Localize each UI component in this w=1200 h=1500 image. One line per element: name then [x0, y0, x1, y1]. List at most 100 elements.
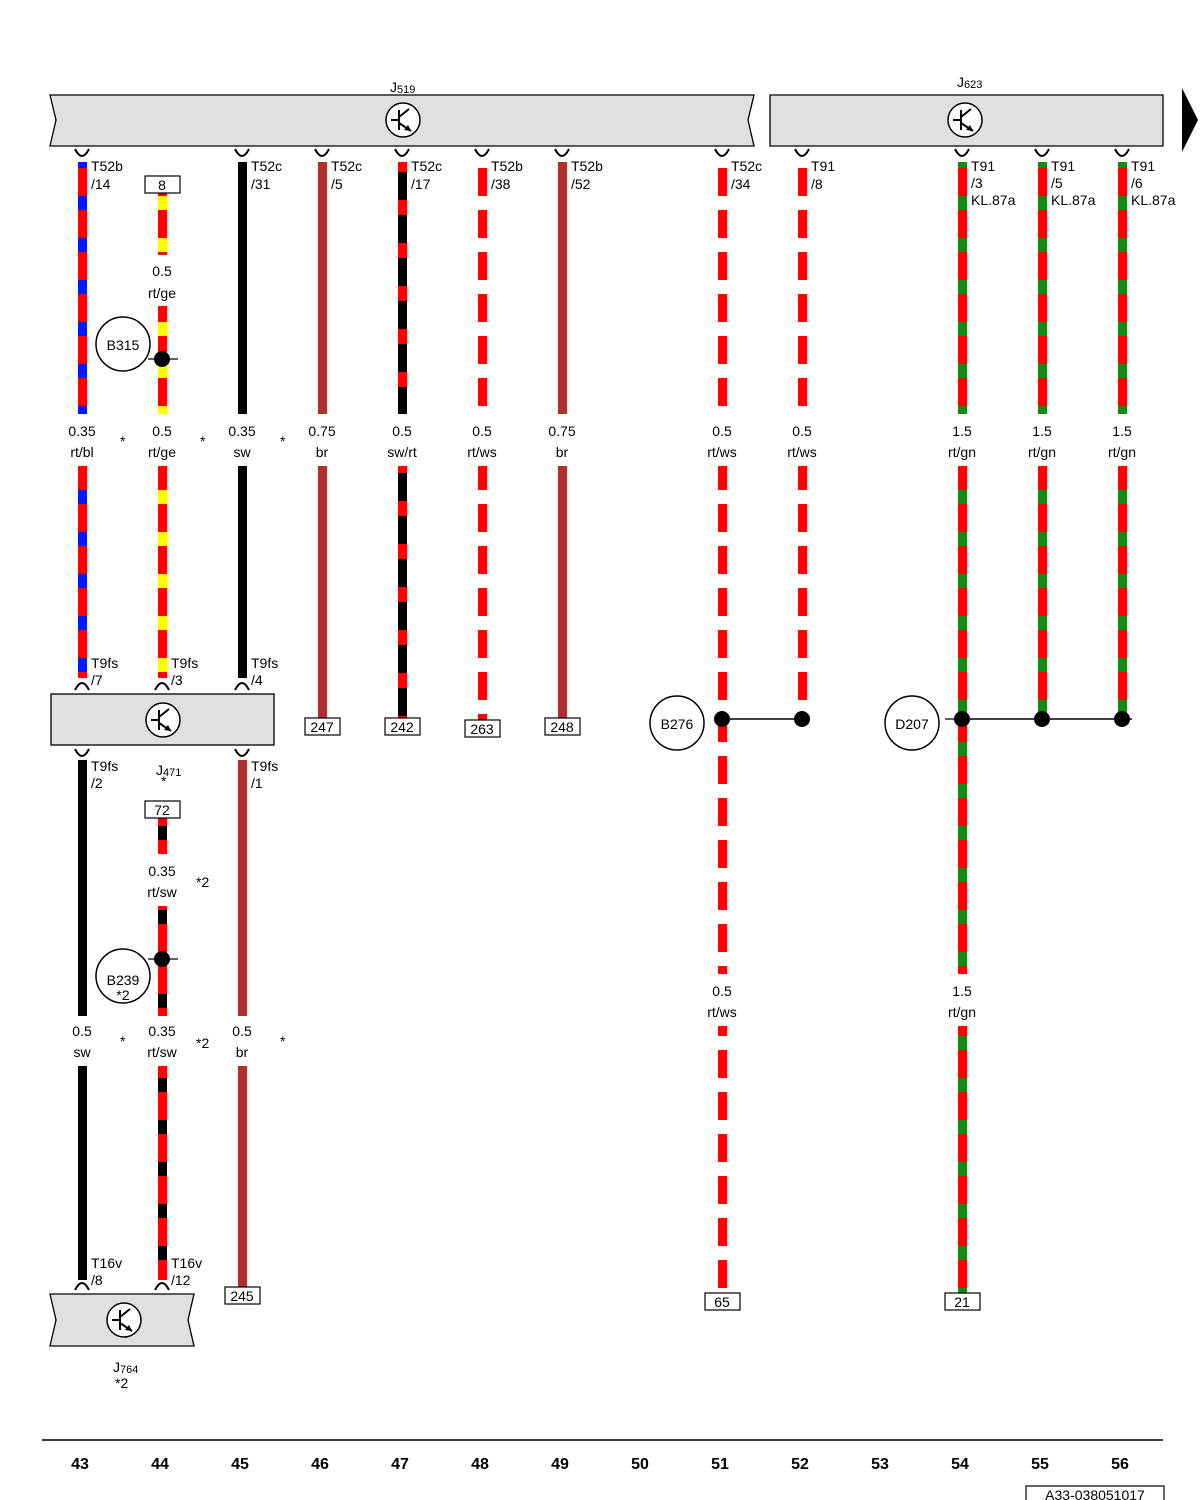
ref-box	[224, 1286, 261, 1305]
ref-box	[144, 800, 181, 819]
column-number: 55	[1031, 1456, 1049, 1473]
transistor-icon	[947, 102, 983, 138]
wire-46-upper	[318, 162, 327, 414]
column-number: 46	[311, 1456, 329, 1473]
wire-54-lower	[958, 1026, 967, 1294]
ref-box-label: 247	[310, 719, 334, 735]
wire-47-lower	[398, 466, 407, 718]
column-number: 56	[1111, 1456, 1129, 1473]
module-label-J764: J764	[113, 1359, 138, 1376]
junction-dot	[794, 711, 810, 727]
column-number: 48	[471, 1456, 489, 1473]
wire-55-upper	[1038, 162, 1047, 414]
footnote-mark: *	[280, 1033, 286, 1049]
ref-box	[144, 175, 181, 194]
wire-47-upper	[398, 162, 407, 414]
ref-box	[464, 719, 501, 738]
column-number: 51	[711, 1456, 729, 1473]
footnote-mark: *2	[196, 1035, 209, 1051]
module-label-J471-note: *	[161, 773, 167, 789]
pin-connectors	[74, 148, 1130, 1291]
wire-43-mid	[78, 466, 87, 678]
ref-box	[544, 717, 581, 736]
ref-box	[944, 1292, 981, 1311]
connection-label-D207: D207	[895, 716, 929, 732]
wire-44-low3	[158, 1066, 167, 1280]
connection-label-B239: B239	[107, 972, 140, 988]
continuation-arrow-icon	[1182, 88, 1198, 152]
reference-boxes[interactable]: 8 247 242 263 248 72 245 65 21	[144, 175, 981, 1311]
doc-id: A33-038051017	[1045, 1487, 1145, 1500]
column-number: 45	[231, 1456, 249, 1473]
pin-label: T52c/31	[251, 158, 282, 192]
wire-45-mid	[238, 466, 247, 678]
pin-label: T16v/8	[91, 1255, 122, 1288]
column-number: 49	[551, 1456, 569, 1473]
column-number: 52	[791, 1456, 809, 1473]
connection-label-B276: B276	[661, 716, 694, 732]
wire-44-mid	[158, 466, 167, 678]
wire-43-upper	[78, 162, 87, 414]
wire-43-lower	[78, 760, 87, 1016]
connection-circle-B239[interactable]	[95, 948, 151, 1004]
module-label-J764-note: *2	[115, 1375, 128, 1391]
connection-label-B239-note: *2	[116, 987, 129, 1003]
ref-box	[704, 1292, 741, 1311]
transistor-icon	[106, 1302, 142, 1338]
pin-label: T52c/5	[331, 158, 362, 192]
column-numbers: 43 44 45 46 47 48 49 50 51 52 53 54 55 5…	[71, 1456, 1129, 1473]
junction-dot	[154, 351, 170, 367]
connection-circle-B315[interactable]	[95, 316, 151, 372]
pin-label: T52c/17	[411, 158, 442, 192]
column-number: 47	[391, 1456, 409, 1473]
wire-48-upper	[478, 162, 487, 414]
transistor-icon	[145, 702, 181, 738]
pin-label: T52b/38	[491, 158, 523, 192]
junction-dot	[1114, 711, 1130, 727]
wire-56-lower	[1118, 466, 1127, 720]
transistor-icon	[385, 102, 421, 138]
wire-43-bottom	[78, 1066, 87, 1280]
ref-box-label: 248	[550, 719, 574, 735]
wire-55-lower	[1038, 466, 1047, 720]
pin-labels: T52b/14 T52c/31 T52c/5 T52c/17 T52b/38 T…	[91, 158, 1176, 1288]
ref-box-label: 242	[390, 719, 414, 735]
pin-label: T9fs/2	[91, 758, 118, 791]
junction-dot	[954, 711, 970, 727]
connection-label-B315: B315	[107, 337, 140, 353]
wire-56-upper	[1118, 162, 1127, 414]
footnote-mark: *2	[196, 874, 209, 890]
wire-52-lower	[798, 466, 807, 720]
ref-box-label: 65	[714, 1294, 730, 1310]
pin-label: T52c/34	[731, 158, 762, 192]
ref-box-label: 263	[470, 721, 494, 737]
wire-48-lower	[478, 466, 487, 720]
pin-label: T9fs/7	[91, 655, 118, 688]
column-number: 44	[151, 1456, 169, 1473]
ref-box	[304, 717, 341, 736]
connection-circle-B276[interactable]	[649, 695, 705, 751]
footnote-mark: *	[280, 433, 286, 449]
junction-dot	[714, 711, 730, 727]
pin-label: T52b/14	[91, 158, 123, 192]
pin-label: T9fs/4	[251, 655, 278, 688]
footnote-mark: *	[120, 1033, 126, 1049]
footnote-mark: *	[120, 433, 126, 449]
connection-circle-D207[interactable]	[884, 695, 940, 751]
